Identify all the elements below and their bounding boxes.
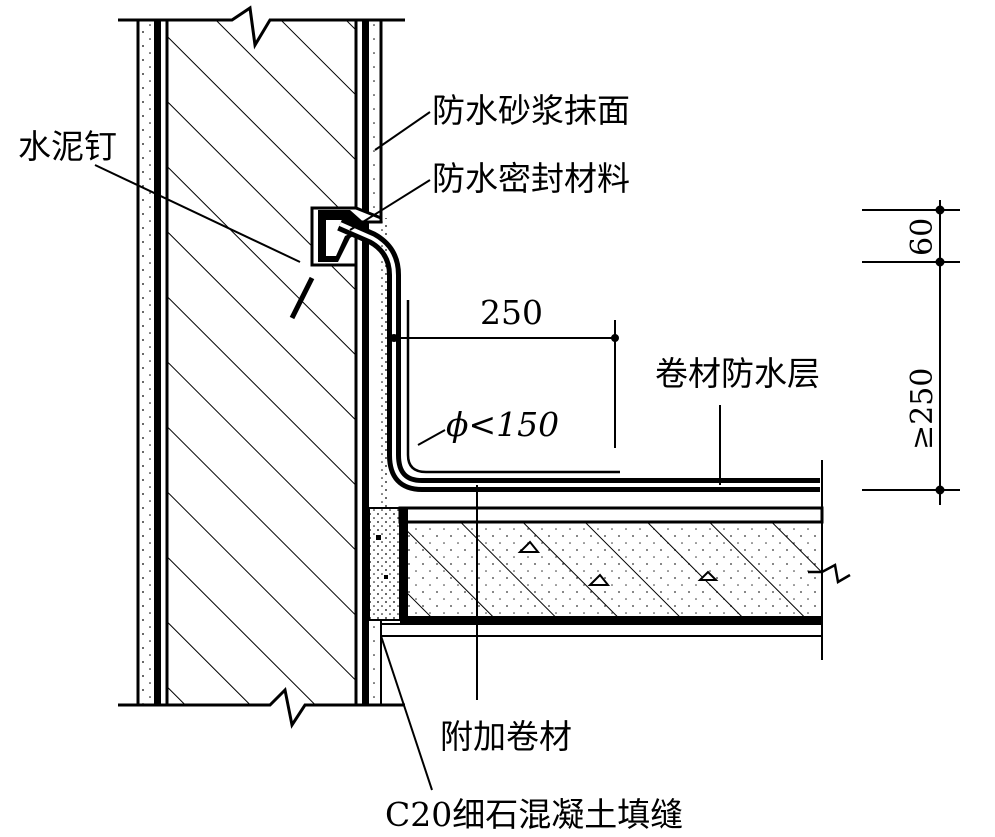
- leader-lines: [94, 111, 721, 791]
- break-lines: [118, 5, 405, 729]
- additional-membrane: [406, 300, 620, 474]
- inner-mortar-layer: [362, 20, 383, 705]
- dimension-text-radius: ϕ<150: [446, 405, 559, 444]
- leveling-mortar: [381, 218, 389, 508]
- membrane-waterproof-layer: [337, 217, 820, 492]
- dimension-text-60: 60: [905, 218, 940, 256]
- c20-joint-fill: [368, 507, 401, 621]
- concrete-floor-slab: [380, 460, 851, 660]
- label-c20-fill: C20细石混凝土填缝: [385, 795, 683, 834]
- brick-wall: [165, 20, 358, 705]
- cement-nail: [289, 276, 315, 320]
- dimension-250: [390, 320, 619, 448]
- label-membrane-layer: 卷材防水层: [655, 354, 820, 393]
- dimension-text-ge250: ≥250: [905, 368, 940, 450]
- label-waterproof-mortar: 防水砂浆抹面: [432, 91, 630, 130]
- dimension-text-250: 250: [480, 293, 543, 332]
- label-additional-membrane: 附加卷材: [440, 717, 572, 756]
- label-cement-nail: 水泥钉: [18, 127, 117, 166]
- outer-plaster-layer: [136, 20, 161, 705]
- label-sealant: 防水密封材料: [432, 159, 630, 198]
- dimension-vertical: [862, 200, 960, 505]
